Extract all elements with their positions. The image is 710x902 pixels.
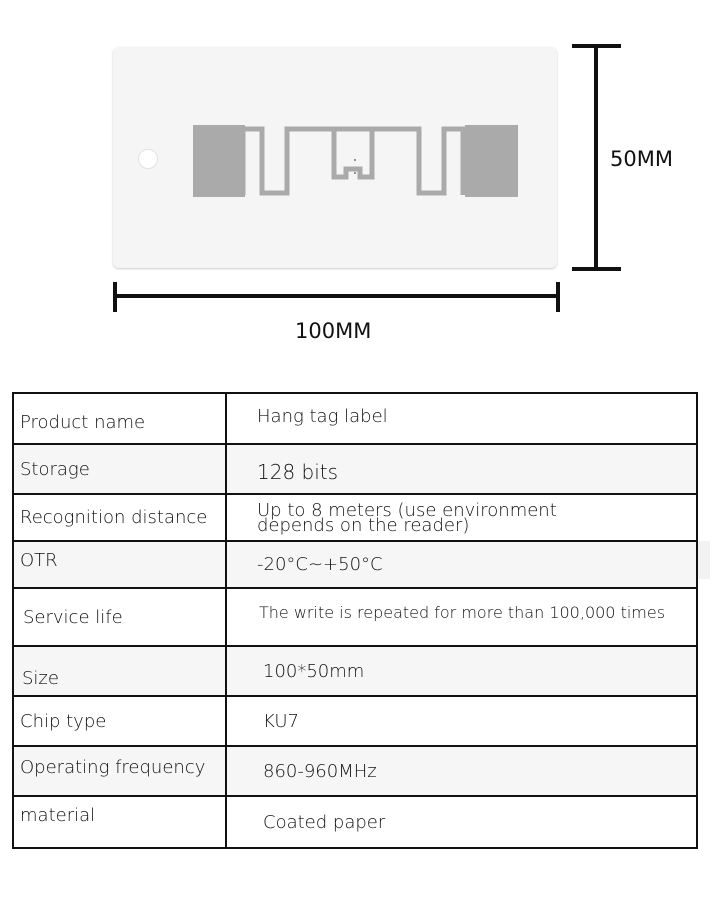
table-row: material Coated paper — [12, 795, 698, 849]
rfid-antenna-icon — [193, 125, 518, 197]
spec-value: KU7 — [225, 695, 698, 747]
height-dimension-label: 50MM — [610, 147, 673, 171]
spec-label: Service life — [12, 587, 227, 647]
spec-value: 128 bits — [225, 443, 698, 495]
spec-label: Recognition distance — [12, 493, 227, 542]
table-row: Operating frequency 860-960MHz — [12, 745, 698, 797]
spec-label: Operating frequency — [12, 745, 227, 797]
spec-value-line: depends on the reader) — [257, 514, 470, 536]
spec-label: Storage — [12, 443, 227, 495]
height-dimension-cap-bottom — [572, 267, 621, 271]
spec-label: material — [12, 795, 227, 849]
spec-label: OTR — [12, 540, 227, 589]
height-dimension-line — [594, 45, 598, 270]
hang-tag-image — [113, 47, 557, 268]
table-row: OTR -20°C~+50°C — [12, 540, 698, 589]
table-row: Chip type KU7 — [12, 695, 698, 747]
spec-value: Hang tag label — [225, 392, 698, 445]
table-row: Recognition distance Up to 8 meters (use… — [12, 493, 698, 542]
spec-value: 100*50mm — [225, 645, 698, 697]
spec-value: 860-960MHz — [225, 745, 698, 797]
table-row: Size 100*50mm — [12, 645, 698, 697]
table-row: Storage 128 bits — [12, 443, 698, 495]
table-row: Service life The write is repeated for m… — [12, 587, 698, 647]
row-overhang — [698, 541, 710, 579]
spec-label: Chip type — [12, 695, 227, 747]
spec-label: Product name — [12, 392, 227, 445]
spec-value-line: Up to 8 meters (use environment — [257, 499, 557, 521]
width-dimension-cap-left — [113, 282, 117, 312]
spec-value: Coated paper — [225, 795, 698, 849]
spec-value: -20°C~+50°C — [225, 540, 698, 589]
spec-value: The write is repeated for more than 100,… — [225, 587, 698, 647]
spec-value: Up to 8 meters (use environment depends … — [225, 493, 698, 542]
spec-table: Product name Hang tag label Storage 128 … — [12, 392, 698, 849]
width-dimension-cap-right — [556, 282, 560, 312]
spec-label: Size — [12, 645, 227, 697]
width-dimension-label: 100MM — [295, 319, 372, 343]
table-row: Product name Hang tag label — [12, 392, 698, 445]
width-dimension-line — [115, 294, 559, 298]
height-dimension-cap-top — [572, 44, 621, 48]
tag-hole — [138, 149, 158, 169]
